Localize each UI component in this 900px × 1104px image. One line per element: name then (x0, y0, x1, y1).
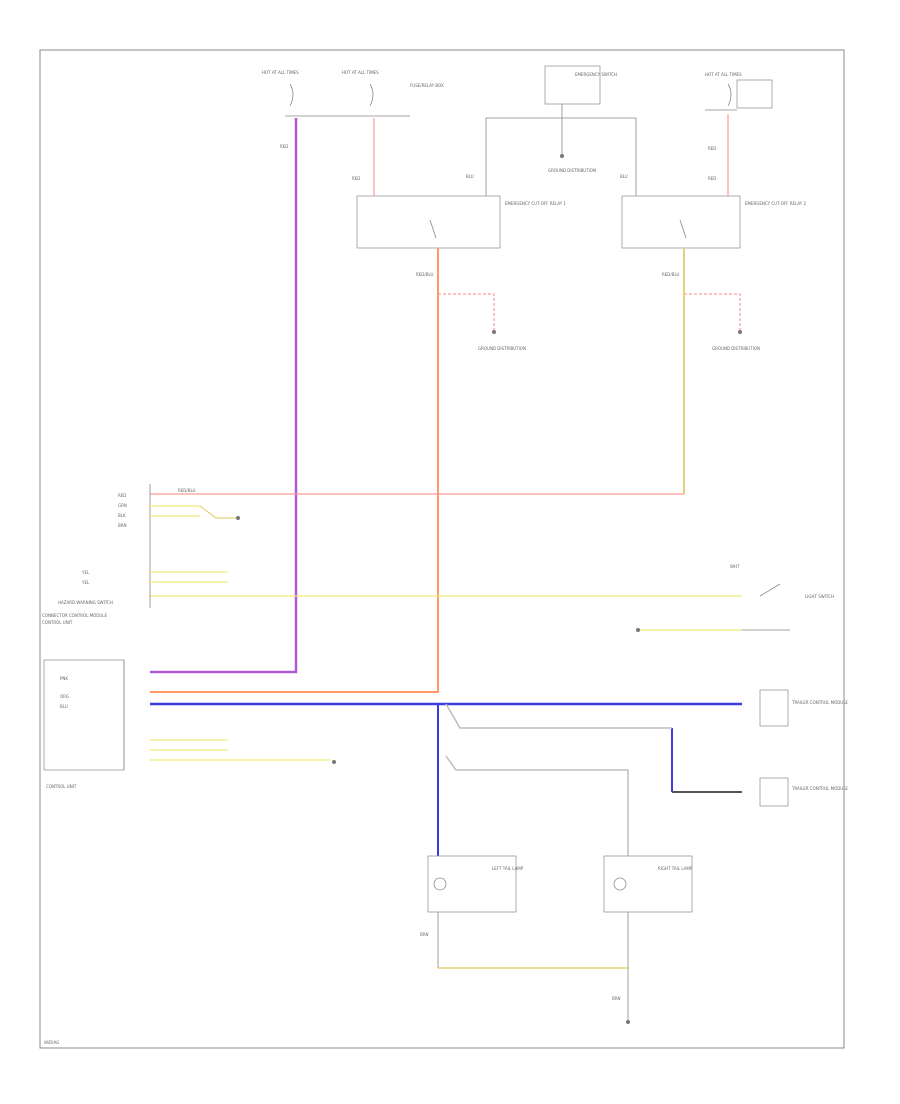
purple-wire (150, 118, 298, 674)
emergency-bridge-wire (485, 117, 637, 196)
ground-light-switch-icon (636, 628, 640, 632)
fuse-symbol-left (289, 83, 294, 107)
fuse-symbol-mid (369, 83, 374, 107)
wire-label-red-right: RED (708, 146, 716, 151)
fuse-symbol-right (727, 83, 732, 107)
wire-label-blu-relay-right: BLU (620, 174, 628, 179)
pin-label-6: YEL (81, 580, 90, 585)
left-lamp-bulb-icon (433, 877, 447, 891)
ground-left-icon (492, 330, 496, 334)
hot-label-right: HOT AT ALL TIMES (705, 72, 742, 77)
left-connector-label-2: CONTROL UNIT (42, 620, 73, 625)
cu-pin-label-1: PNK (60, 676, 68, 681)
pin-label-3: BLK (118, 513, 126, 518)
aux-module-label: TRAILER CONTROL MODULE (791, 786, 848, 791)
relay-right-label: EMERGENCY CUT-OFF RELAY 2 (745, 201, 806, 206)
ground-right-icon (738, 330, 742, 334)
hot-label-left: HOT AT ALL TIMES (262, 70, 299, 75)
gray-wire-right-lamp (445, 755, 629, 856)
wire-label-blu-relay-left: BLU (466, 174, 474, 179)
emergency-switch-box (544, 65, 601, 105)
relay-left-box (356, 195, 501, 249)
wire-label-red-blu-right: RED/BLU (662, 272, 680, 277)
pin-label-1: RED (118, 493, 126, 498)
diagram-frame (39, 49, 845, 1049)
emergency-switch-label: EMERGENCY SWITCH (575, 72, 617, 77)
right-lamp-label: RIGHT TAIL LAMP (658, 866, 693, 871)
orange-wire (150, 248, 439, 693)
control-unit-box (43, 659, 125, 771)
trailer-module-label: TRAILER CONTROL MODULE (791, 700, 848, 705)
hot-label-mid: HOT AT ALL TIMES (342, 70, 379, 75)
tan-stub-ground (199, 505, 236, 519)
right-lamp-box (603, 855, 693, 913)
gray-wire-trailer (445, 703, 672, 729)
pin-label-2: GRN (118, 503, 127, 508)
ground-connector-icon (236, 516, 240, 520)
wire-label-red-blu-connector: RED/BLU (178, 488, 196, 493)
left-connector-label: CONNECTOR CONTROL MODULE (42, 613, 108, 618)
cu-label: CONTROL UNIT (46, 784, 77, 789)
cu-pin-label-2: ORG (60, 694, 69, 699)
relay-left-label: EMERGENCY CUT-OFF RELAY 1 (505, 201, 566, 206)
light-switch-contact-icon (759, 583, 781, 597)
ground-top-label: GROUND DISTRIBUTION (548, 168, 596, 173)
hazard-switch-pin-label: HAZARD WARNING SWITCH (58, 600, 113, 605)
wire-label-red-mid: RED (352, 176, 360, 181)
pin-label-4: BRN (118, 523, 127, 528)
wire-label-brn-lamp: BRN (612, 996, 621, 1001)
wire-label-red-blu-left: RED/BLU (416, 272, 434, 277)
pin-label-5: YEL (81, 570, 90, 575)
ground-cu-icon (332, 760, 336, 764)
footer-label: W/DIAG (44, 1040, 59, 1045)
light-switch-label: LIGHT SWITCH (805, 594, 834, 599)
ground-right-label: GROUND DISTRIBUTION (712, 346, 760, 351)
ground-left-label: GROUND DISTRIBUTION (478, 346, 526, 351)
wire-label-red-right-2: RED (708, 176, 716, 181)
right-fuse-box (736, 79, 773, 109)
left-lamp-box (427, 855, 517, 913)
ground-lamp-icon (626, 1020, 630, 1024)
trailer-module-box (759, 689, 789, 727)
ground-top-icon (560, 154, 564, 158)
fuse-block-label: FUSE/RELAY BOX (410, 83, 444, 88)
cu-pin-label-3: BLU (60, 704, 68, 709)
relay-right-ground-wire (684, 293, 741, 330)
aux-module-box (759, 777, 789, 807)
relay-right-contact-icon (679, 219, 687, 239)
left-lamp-label: LEFT TAIL LAMP (492, 866, 524, 871)
light-switch-top-label: WHT (730, 564, 740, 569)
relay-right-box (621, 195, 741, 249)
relay-left-ground-wire (438, 293, 495, 330)
wire-label-red-top-left: RED (280, 144, 288, 149)
relay-left-contact-icon (429, 219, 437, 239)
right-lamp-bulb-icon (613, 877, 627, 891)
wire-label-brn-left: BRN (420, 932, 429, 937)
